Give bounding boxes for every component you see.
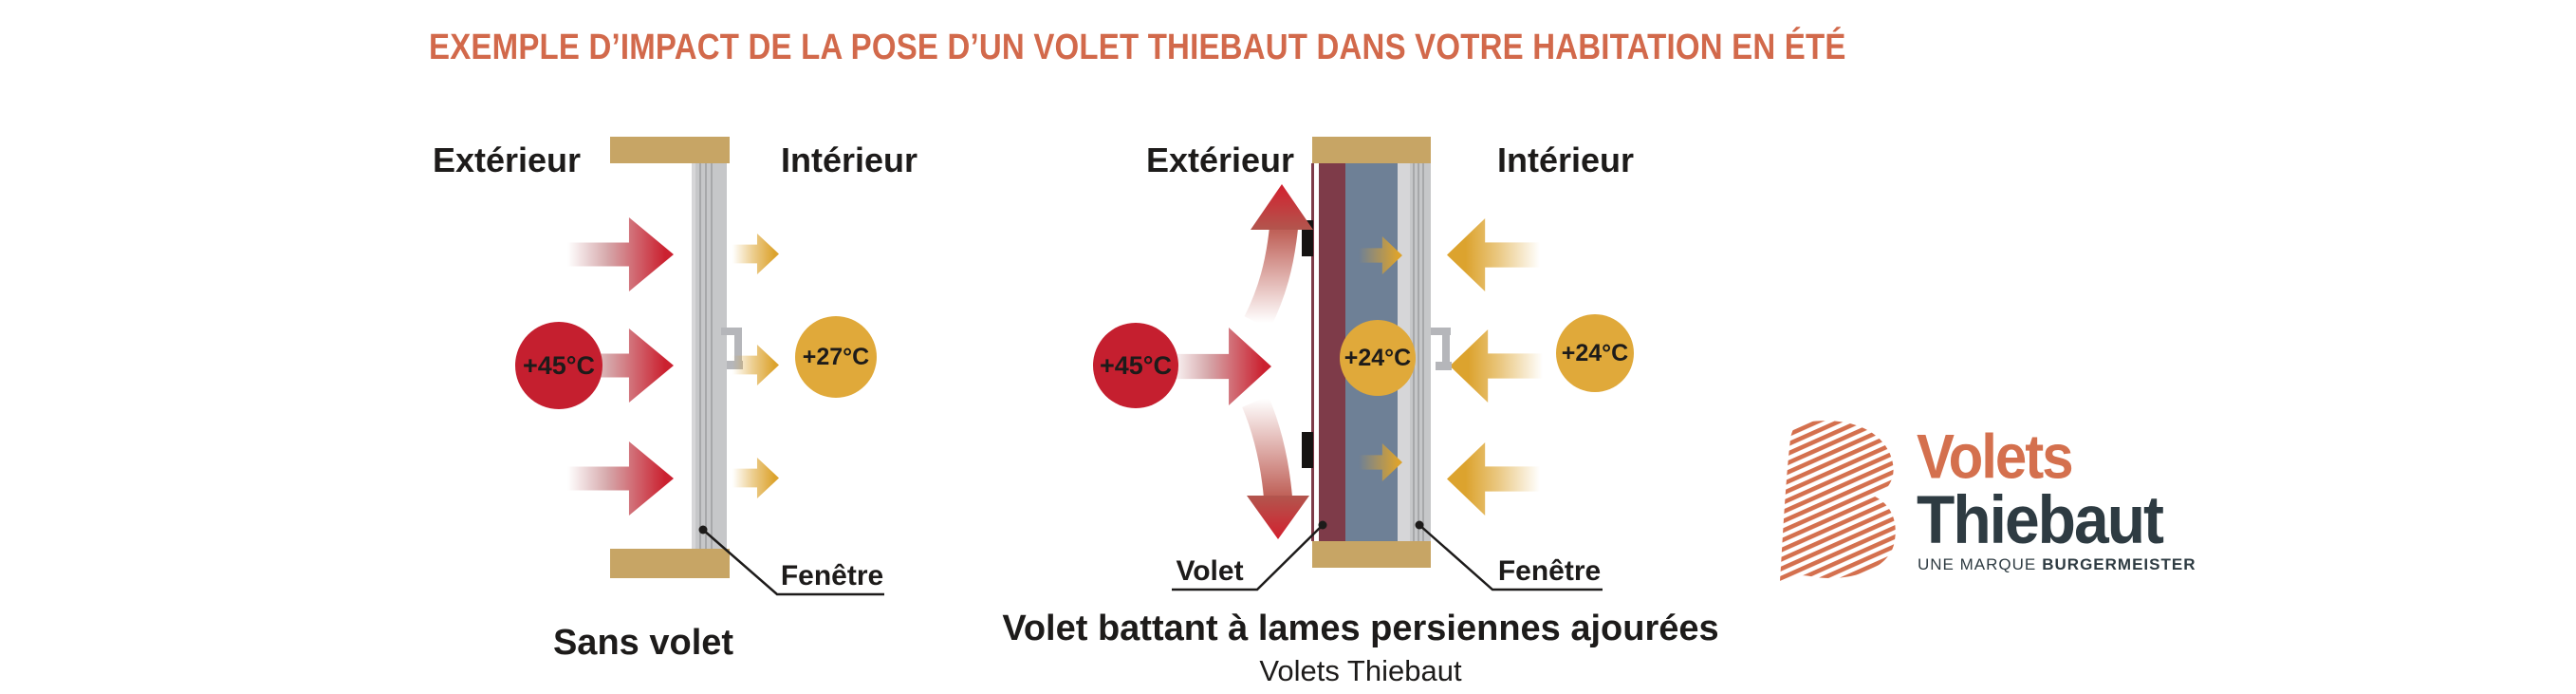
left-window-handle: [721, 328, 742, 335]
right-caption-subtitle: Volets Thiebaut: [1259, 654, 1462, 687]
left-interior-temp-badge: +27°C: [795, 316, 877, 398]
left-window-callout-line: [702, 529, 884, 596]
callout-dot: [1415, 520, 1424, 530]
right-wall-bottom: [1312, 541, 1431, 568]
left-exterior-temp-badge: +45°C: [515, 322, 602, 409]
air-gap-temp-badge: +24°C: [1340, 320, 1416, 396]
reflected-heat-arrow-up: [1244, 184, 1313, 329]
right-window-handle: [1431, 328, 1451, 335]
right-caption-title: Volet battant à lames persiennes ajourée…: [1002, 609, 1719, 648]
callout-dot: [1318, 520, 1327, 530]
callout-dot: [698, 525, 708, 535]
logo-tagline-prefix: UNE MARQUE: [1918, 555, 2037, 573]
left-interior-label: Intérieur: [780, 141, 918, 179]
right-window-callout-line: [1418, 524, 1603, 591]
logo-brand-volets: Volets: [1917, 422, 2074, 492]
shutter-callout-label: Volet: [1176, 555, 1244, 587]
logo-tagline-brand: BURGERMEISTER: [2042, 555, 2196, 573]
right-interior-temp-badge: +24°C: [1556, 314, 1634, 392]
left-exterior-label: Extérieur: [432, 141, 582, 179]
right-interior-label: Intérieur: [1496, 141, 1635, 179]
right-exterior-temp-badge: +45°C: [1093, 323, 1178, 408]
brand-b-mark-icon: [1780, 421, 1896, 581]
shutter-callout-line: [1172, 524, 1324, 591]
shutter-edge-line: [1311, 163, 1314, 541]
page-title: EXEMPLE D’IMPACT DE LA POSE D’UN VOLET T…: [429, 26, 1846, 66]
left-caption: Sans volet: [552, 623, 734, 663]
logo-tagline: UNE MARQUE BURGERMEISTER: [1918, 555, 2196, 574]
left-window-highlight: [692, 163, 695, 549]
reflected-heat-arrow-down: [1242, 396, 1309, 539]
logo-brand-thiebaut: Thiebaut: [1917, 481, 2164, 557]
shutter-hinge: [1302, 432, 1313, 468]
left-window: [692, 163, 727, 549]
left-wall-top: [610, 137, 730, 163]
right-window-callout-label: Fenêtre: [1497, 555, 1602, 587]
left-window-callout-label: Fenêtre: [780, 560, 884, 591]
right-wall-top: [1312, 137, 1431, 163]
right-exterior-label: Extérieur: [1145, 141, 1295, 179]
left-wall-bottom: [610, 549, 730, 578]
